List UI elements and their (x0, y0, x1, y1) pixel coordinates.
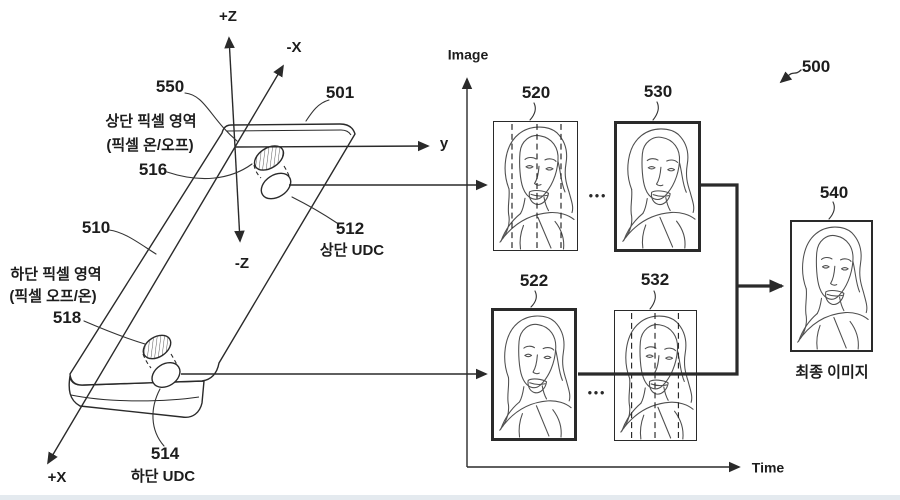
leader-514 (152, 388, 165, 447)
hatched-pixel-region-top (253, 145, 285, 171)
image-frame-532 (614, 310, 697, 441)
phone-top-edge-highlight (226, 129, 352, 136)
face-sketch-522 (494, 311, 574, 438)
ref-510-body: 510 (81, 218, 111, 238)
axis-plus-z (224, 36, 236, 148)
phone-top-face (69, 123, 356, 386)
leader-512 (291, 196, 338, 224)
ellipsis-top: ••• (588, 188, 608, 203)
pixel-stripe-overlay (631, 312, 680, 439)
top-pixel-region-label-line1: 상단 픽셀 영역 (105, 113, 197, 131)
axis-label-y: y (439, 135, 449, 153)
face-sketch-520 (494, 123, 577, 250)
leader-501 (305, 99, 330, 122)
ref-500-figure: 500 (801, 57, 831, 77)
ref-514-bottom-udc: 514 (150, 444, 180, 464)
axis-y (234, 140, 430, 152)
leader-532 (649, 290, 656, 310)
ref-518-bottom-pixel-region: 518 (52, 308, 82, 328)
top-udc-label: 상단 UDC (319, 242, 385, 260)
bottom-pixel-region-label-line2: (픽셀 오프/온) (9, 288, 97, 306)
ref-550-screen: 550 (155, 77, 185, 97)
image-frame-530 (614, 121, 701, 252)
ref-520-frame: 520 (521, 83, 551, 103)
leader-520 (529, 102, 536, 121)
hatched-pixel-region-bottom (142, 334, 172, 360)
face-sketch-530 (617, 124, 698, 249)
image-axis-label: Image (447, 46, 489, 63)
ref-516-top-pixel-region: 516 (138, 160, 168, 180)
ellipsis-bottom: ••• (587, 385, 607, 400)
leader-516 (166, 163, 253, 180)
axis-label-plus-z: +Z (219, 8, 237, 26)
top-pixel-region-label-line2: (픽셀 온/오프) (106, 137, 194, 155)
ref-512-top-udc: 512 (335, 219, 365, 239)
phone-side-cap (68, 375, 205, 419)
image-frame-540-final (790, 220, 873, 352)
axis-minus-x (234, 64, 284, 148)
bottom-udc-label: 하단 UDC (130, 468, 196, 486)
face-sketch-540 (792, 222, 871, 350)
image-frame-520 (493, 121, 578, 251)
ref-532-frame: 532 (640, 270, 670, 290)
pixel-stripe-overlay (511, 123, 562, 249)
time-axis-label: Time (751, 459, 785, 476)
bottom-udc-lens (151, 361, 181, 389)
face-sketch-532 (615, 312, 696, 440)
bottom-udc-camera (142, 334, 181, 389)
leader-522 (530, 290, 537, 308)
ref-530-frame: 530 (643, 82, 673, 102)
phone-illustration (68, 123, 356, 419)
top-udc-lens (260, 172, 292, 200)
ref-540-final-frame: 540 (819, 183, 849, 203)
leader-530 (652, 101, 659, 121)
phone-cap-contour (70, 394, 200, 402)
bottom-pixel-region-label-line1: 하단 픽셀 영역 (10, 266, 102, 284)
final-image-caption: 최종 이미지 (795, 364, 869, 382)
axis-minus-z (234, 146, 245, 243)
figure-ref-arrow-500 (779, 69, 802, 84)
axis-label-plus-x: +X (47, 469, 67, 487)
capture-arrows (181, 179, 488, 380)
scan-artifact-strip (0, 495, 900, 500)
axis-label-minus-z: -Z (234, 255, 250, 273)
ref-522-frame: 522 (519, 271, 549, 291)
leader-510 (108, 229, 157, 255)
leader-540 (828, 201, 835, 220)
axis-label-minus-x: -X (286, 39, 302, 57)
top-udc-camera (253, 145, 292, 200)
image-frame-522 (491, 308, 577, 441)
ref-501-device: 501 (325, 83, 355, 103)
leader-518 (83, 320, 146, 345)
